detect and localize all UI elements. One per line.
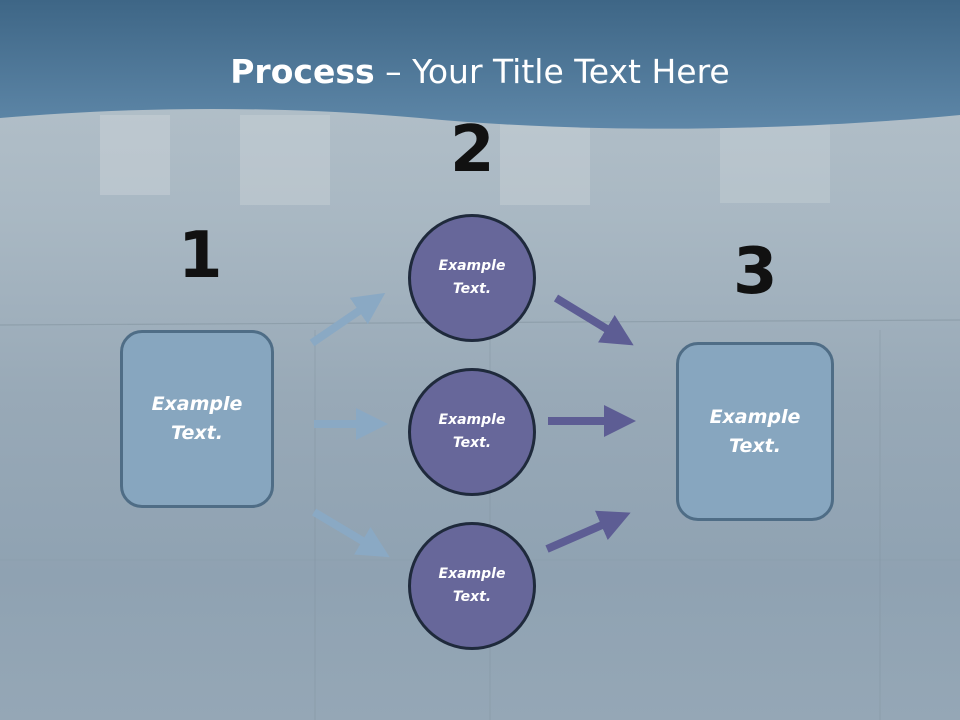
arrow-circle-top-to-step3 [553, 294, 634, 346]
arrow-step1-to-circle-top [309, 292, 386, 347]
circle-middle-text-line1: Example [438, 412, 506, 428]
circle-bottom-text-line1: Example [438, 566, 506, 582]
circle-top-text-line2: Text. [452, 281, 492, 297]
step-number-3: 3 [733, 235, 778, 309]
title-bold: Process [230, 52, 375, 91]
circle-top-text-line1: Example [438, 258, 506, 274]
step3-box: Example Text. [676, 342, 834, 521]
step2-circle-middle: Example Text. [408, 368, 536, 496]
step2-circle-top: Example Text. [408, 214, 536, 342]
step1-box: Example Text. [120, 330, 274, 508]
step1-text-line1: Example [151, 393, 243, 415]
step2-circle-bottom: Example Text. [408, 522, 536, 650]
header-band [0, 0, 960, 129]
circle-bottom-text-line2: Text. [452, 589, 492, 605]
slide-title: Process – Your Title Text Here [0, 52, 960, 91]
step-number-2: 2 [450, 113, 495, 187]
arrow-step1-to-circle-bottom [311, 508, 390, 558]
step3-text-line2: Text. [729, 434, 781, 457]
step3-text-line1: Example [709, 405, 801, 428]
title-rest: – Your Title Text Here [374, 52, 730, 91]
step1-text-line2: Text. [171, 422, 223, 444]
arrow-circle-bottom-to-step3 [545, 510, 631, 553]
step-number-1: 1 [178, 219, 223, 293]
circle-middle-text-line2: Text. [452, 435, 492, 451]
